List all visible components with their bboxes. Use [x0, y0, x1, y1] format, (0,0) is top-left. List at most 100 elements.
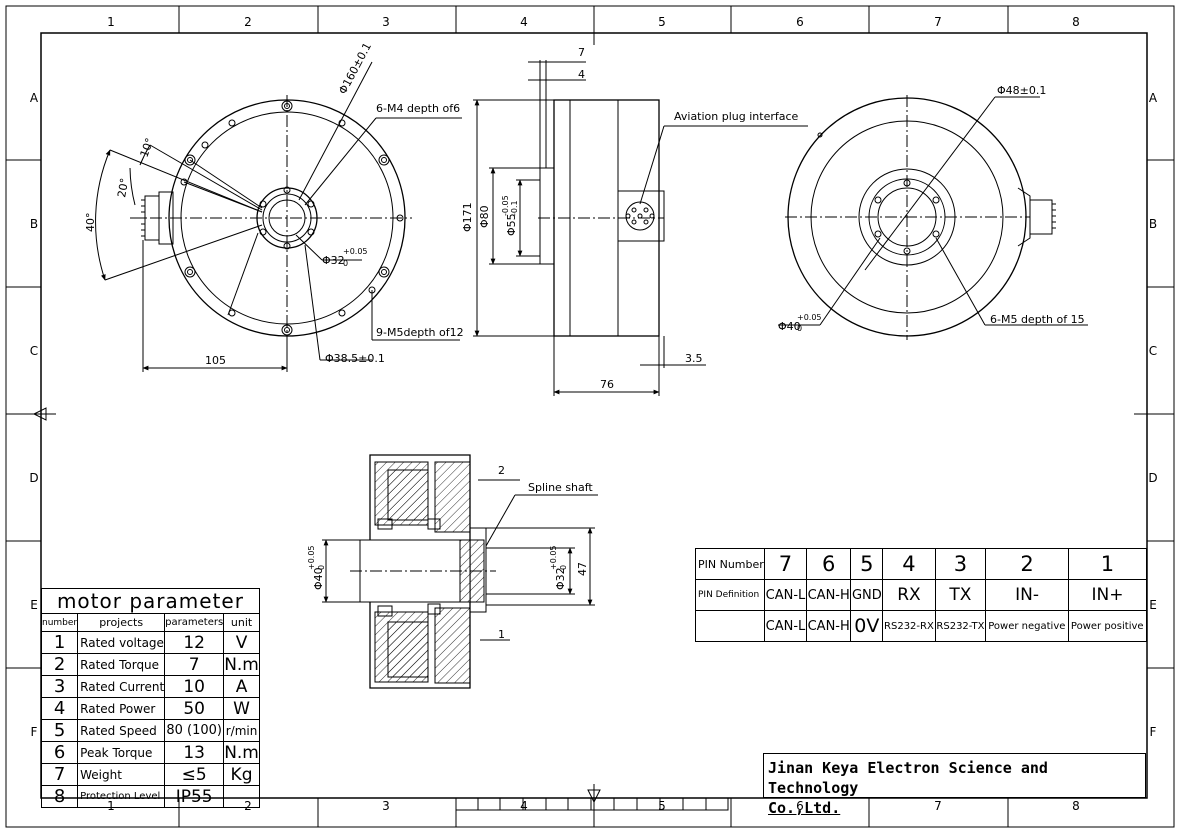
back-dia40-tol2: 0: [797, 324, 802, 333]
motor-row-project: Protection Level: [77, 785, 166, 808]
pin-number-cell: 4: [882, 548, 936, 580]
pin-number-cell: 6: [805, 548, 852, 580]
motor-row-unit: Kg: [223, 763, 260, 786]
outer-frame: [5, 5, 1175, 828]
pin-number-cell: 5: [850, 548, 884, 580]
section-dia32-tol: +0.05: [549, 545, 558, 570]
section-dim47-label: 47: [576, 562, 589, 576]
back-dia48-label: Φ48±0.1: [997, 84, 1046, 97]
pin-description-cell: RS232-TX: [934, 610, 987, 642]
section-dim2-label: 2: [498, 464, 505, 477]
motor-header-parameters: parameters: [164, 613, 225, 632]
motor-row-number: 8: [40, 785, 79, 808]
pin-desc-label: [695, 610, 765, 642]
front-view-labels: Φ160±0.1 6-M4 depth of6 10° 20° 40° Φ32 …: [84, 41, 464, 367]
zone-row-label: C: [30, 344, 38, 358]
section-spline-label: Spline shaft: [528, 481, 593, 494]
motor-row-project: Rated Torque: [77, 653, 166, 676]
front-dia32-label: Φ32: [322, 254, 345, 267]
zone-column-label: 7: [934, 799, 942, 813]
pin-description-cell: Power positive: [1067, 610, 1148, 642]
pin-number-cell: 3: [934, 548, 987, 580]
motor-header-number: number: [40, 613, 79, 632]
zone-row-label: A: [30, 91, 39, 105]
front-angle40-label: 40°: [84, 213, 97, 233]
side-view-labels: 7 4 Aviation plug interface Φ171 Φ80 Φ55…: [461, 46, 799, 391]
motor-row-number: 2: [40, 653, 79, 676]
pin-definition-label: PIN Definition: [695, 579, 765, 611]
motor-row-number: 5: [40, 719, 79, 742]
pin-description-cell: CAN-L: [764, 610, 807, 642]
zone-column-label: 4: [520, 799, 528, 813]
pin-number-cell: 2: [985, 548, 1069, 580]
motor-table-title: motor parameter: [41, 588, 260, 614]
motor-row-number: 4: [40, 697, 79, 720]
pin-description-cell: RS232-RX: [882, 610, 936, 642]
motor-row-unit: N.m: [223, 741, 260, 764]
zone-row-label: C: [1149, 344, 1157, 358]
motor-row-number: 3: [40, 675, 79, 698]
section-dia40-tol2: 0: [317, 565, 326, 570]
zone-row-label: B: [30, 217, 38, 231]
motor-row-unit: [223, 785, 260, 808]
motor-header-unit: unit: [223, 613, 260, 632]
side-dim7-label: 7: [578, 46, 585, 59]
front-dim105-label: 105: [205, 354, 226, 367]
zone-column-label: 6: [796, 799, 804, 813]
company-name-line2: Co.,Ltd.: [768, 799, 841, 817]
pin-description-cell: Power negative: [985, 610, 1069, 642]
zone-row-label: E: [1149, 598, 1157, 612]
motor-parameter-table: motor parameter number projects paramete…: [40, 588, 260, 808]
motor-row-parameter: IP55: [164, 785, 225, 808]
motor-row-number: 1: [40, 631, 79, 654]
back-view-labels: Φ48±0.1 Φ40 +0.05 0 6-M5 depth of 15: [778, 84, 1085, 333]
zone-row-label: F: [31, 725, 38, 739]
pin-number-cell: 7: [764, 548, 807, 580]
front-angle20-label: 20°: [115, 177, 131, 198]
motor-row-project: Weight: [77, 763, 166, 786]
motor-row-project: Rated Power: [77, 697, 166, 720]
motor-row-unit: V: [223, 631, 260, 654]
front-dia32-tol: +0.05: [343, 247, 368, 256]
front-view: [95, 61, 462, 372]
zone-row-label: D: [29, 471, 38, 485]
motor-row-parameter: 10: [164, 675, 225, 698]
pin-definition-cell: IN-: [985, 579, 1069, 611]
side-view: [473, 60, 808, 396]
section-view-labels: 2 Spline shaft Φ40 +0.05 0 Φ32 +0.05 0 4…: [307, 464, 593, 641]
side-dia80-label: Φ80: [478, 205, 491, 228]
zone-column-label: 8: [1072, 799, 1080, 813]
pin-description-cell: 0V: [850, 610, 884, 642]
zone-row-label: D: [1148, 471, 1157, 485]
zone-row-label: F: [1150, 725, 1157, 739]
motor-row-unit: W: [223, 697, 260, 720]
pin-number-cell: 1: [1067, 548, 1148, 580]
scale-ruler: [28, 17, 1162, 812]
pin-definition-cell: TX: [934, 579, 987, 611]
zone-column-label: 1: [107, 15, 115, 29]
pin-definition-cell: GND: [850, 579, 884, 611]
zone-row-label: A: [1149, 91, 1158, 105]
pin-description-cell: CAN-H: [805, 610, 852, 642]
zone-column-label: 2: [244, 15, 252, 29]
title-block: Jinan Keya Electron Science and Technolo…: [763, 753, 1146, 817]
motor-header-projects: projects: [77, 613, 166, 632]
zone-row-label: B: [1149, 217, 1157, 231]
zone-column-label: 5: [658, 15, 666, 29]
front-angle10-label: 10°: [138, 136, 157, 159]
side-dim76-label: 76: [600, 378, 614, 391]
motor-row-parameter: 12: [164, 631, 225, 654]
side-dim3-5-label: 3.5: [685, 352, 703, 365]
section-view: [322, 454, 598, 689]
motor-row-parameter: 80 (100): [164, 719, 225, 742]
zone-column-label: 3: [382, 15, 390, 29]
motor-row-unit: A: [223, 675, 260, 698]
pin-definition-cell: RX: [882, 579, 936, 611]
